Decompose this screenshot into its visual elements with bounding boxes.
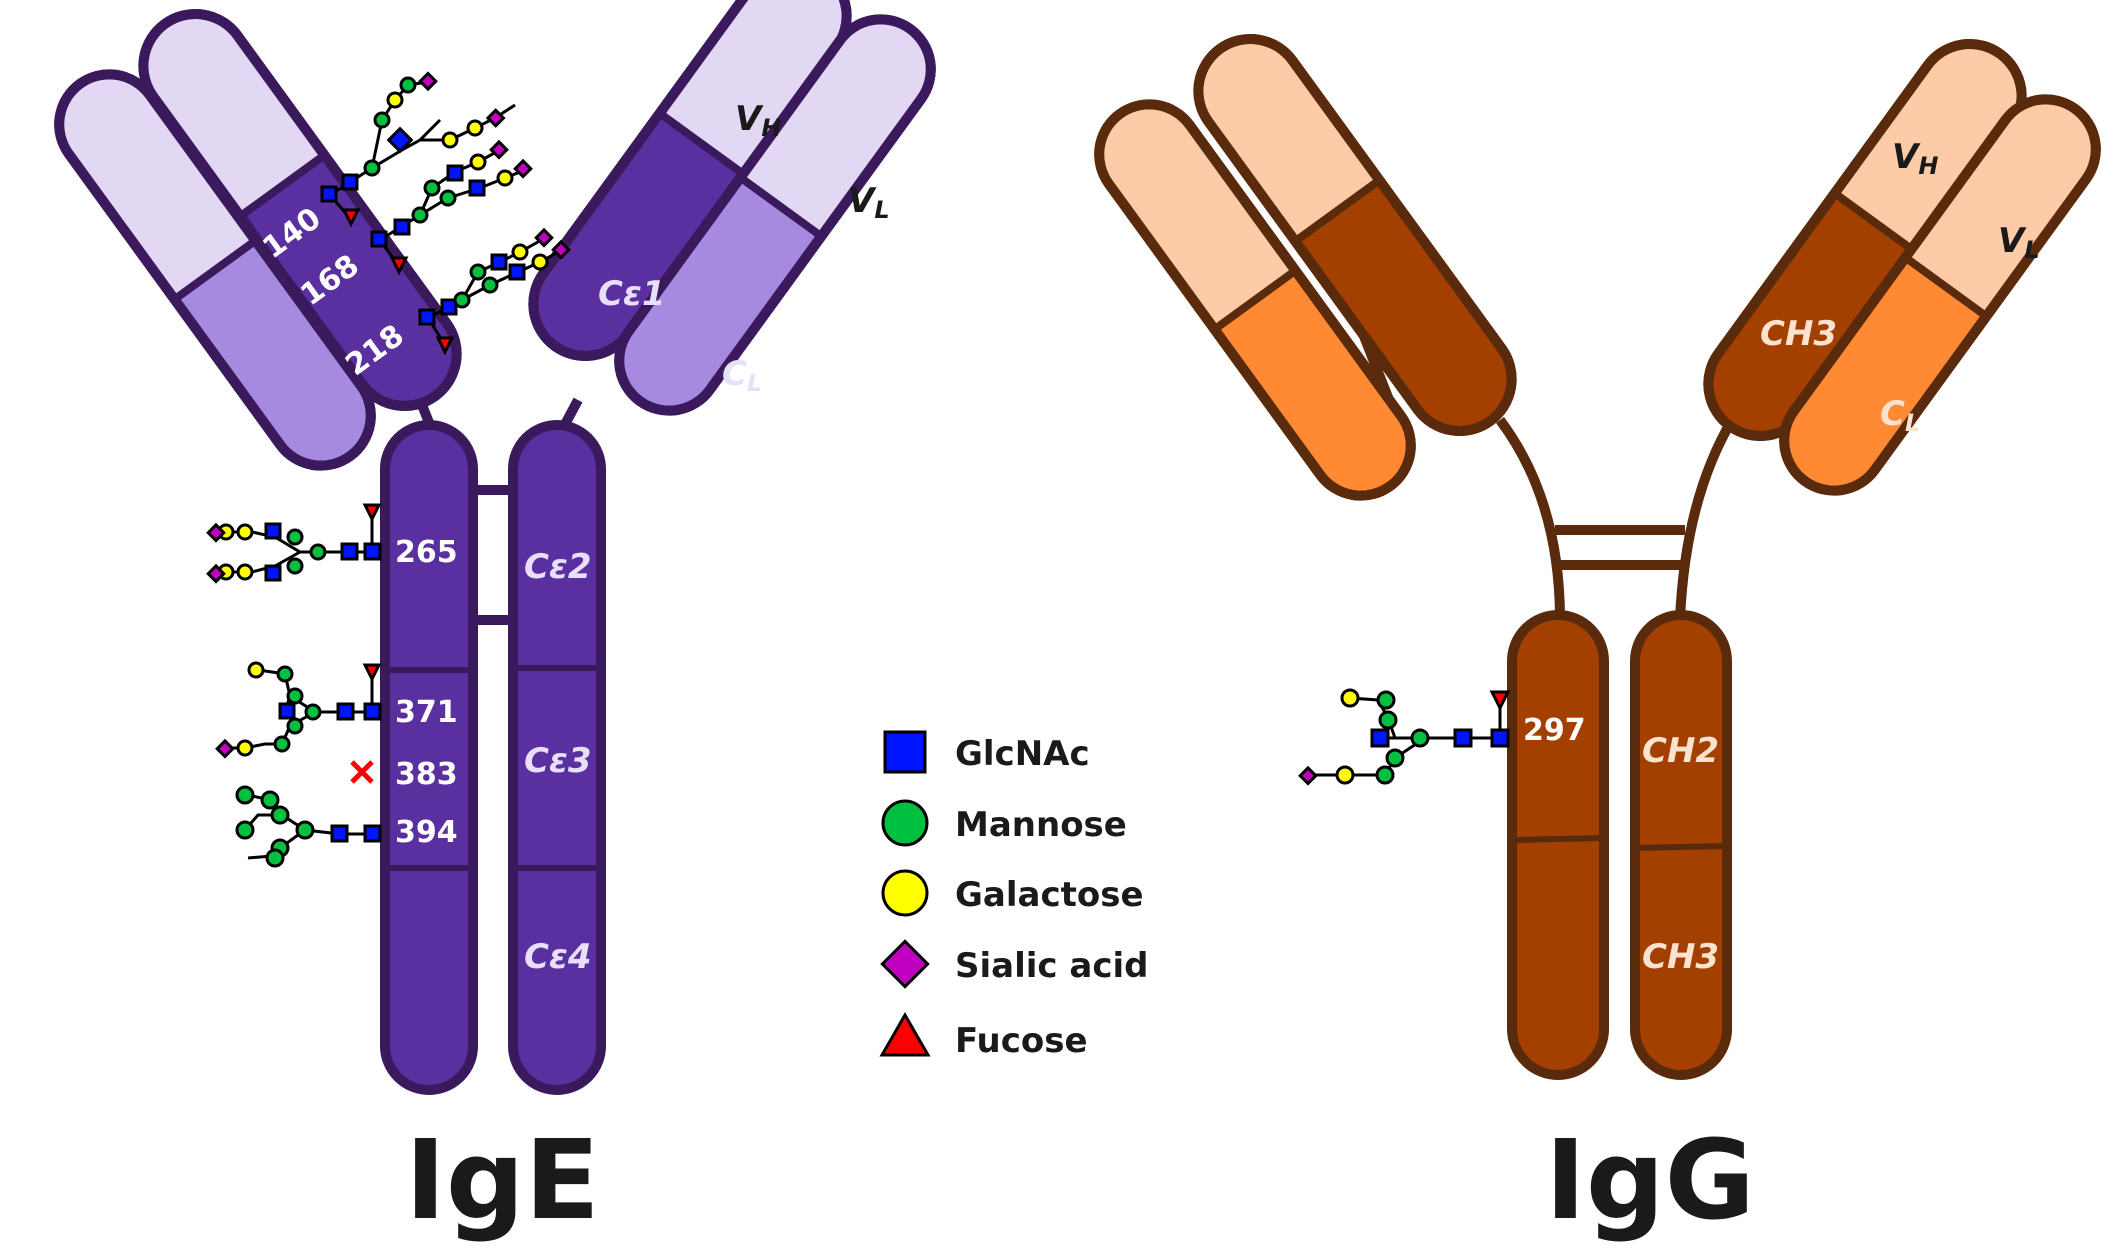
legend-item-sialic-acid: Sialic acid	[880, 939, 1148, 989]
glycan-297	[1298, 688, 1511, 786]
glycan-394	[235, 785, 382, 868]
igg-light-chain-right	[1779, 94, 2101, 496]
igg-fc-right	[1630, 610, 1732, 1080]
glycan-168	[370, 139, 533, 276]
igg-fc-left	[1507, 610, 1609, 1080]
ige-title: IgE	[405, 1116, 600, 1244]
igg-title: IgG	[1545, 1116, 1755, 1244]
svg-text:Mannose: Mannose	[955, 805, 1127, 845]
ige-light-chain-right	[614, 14, 936, 416]
legend-item-glcnac: GlcNAc	[883, 730, 1090, 774]
ige-site-371: 371	[395, 695, 458, 730]
ige-label-ce2: Cε2	[524, 547, 592, 587]
ige-heavy-arm-right	[528, 0, 852, 362]
ige-site-394: 394	[395, 815, 458, 850]
svg-text:GlcNAc: GlcNAc	[955, 734, 1090, 774]
igg-heavy-arm-right	[1703, 38, 2027, 442]
glycan-140	[320, 71, 516, 228]
igg-label-vh: VH	[1892, 137, 1938, 180]
ige-fc-right	[508, 420, 606, 1095]
igg-antibody: 297 VH VL CH3 CL CH2 CH3 IgG	[1094, 33, 2101, 1244]
ige-label-ce3: Cε3	[524, 741, 592, 781]
igg-label-cl: CL	[1880, 394, 1920, 437]
ige-glycans	[206, 71, 571, 868]
svg-text:Sialic acid: Sialic acid	[955, 946, 1148, 986]
legend: GlcNAc Mannose Galactose Sialic acid Fuc…	[879, 730, 1148, 1061]
ige-label-cl: CL	[722, 354, 762, 397]
igg-label-ch3: CH3	[1642, 937, 1719, 977]
ige-fc-left	[380, 420, 478, 1095]
ige-label-vh: VH	[735, 99, 781, 142]
ige-label-vl: VL	[848, 181, 890, 224]
igg-light-chain-left	[1094, 99, 1416, 501]
ige-site-265: 265	[395, 535, 458, 570]
igg-heavy-arm-left	[1193, 33, 1517, 437]
glycan-265	[206, 503, 382, 584]
glycan-218	[418, 227, 571, 356]
glycan-371	[215, 661, 382, 759]
legend-item-galactose: Galactose	[881, 869, 1144, 917]
ige-label-ce1: Cε1	[598, 274, 666, 314]
ige-label-ce4: Cε4	[524, 937, 592, 977]
svg-text:Fucose: Fucose	[955, 1021, 1088, 1061]
ige-site-383: 383	[395, 757, 458, 792]
svg-text:Galactose: Galactose	[955, 875, 1144, 915]
igg-label-ch3-arm: CH3	[1760, 314, 1837, 354]
igg-label-vl: VL	[1998, 221, 2040, 264]
legend-item-mannose: Mannose	[881, 799, 1127, 847]
site-383-absent-marker	[350, 760, 374, 784]
ige-antibody: 140 168 218 265 371 383 394 VH VL Cε1 CL…	[54, 0, 936, 1244]
legend-item-fucose: Fucose	[879, 1011, 1088, 1061]
igg-label-ch2: CH2	[1642, 731, 1719, 771]
igg-site-297: 297	[1523, 713, 1586, 748]
